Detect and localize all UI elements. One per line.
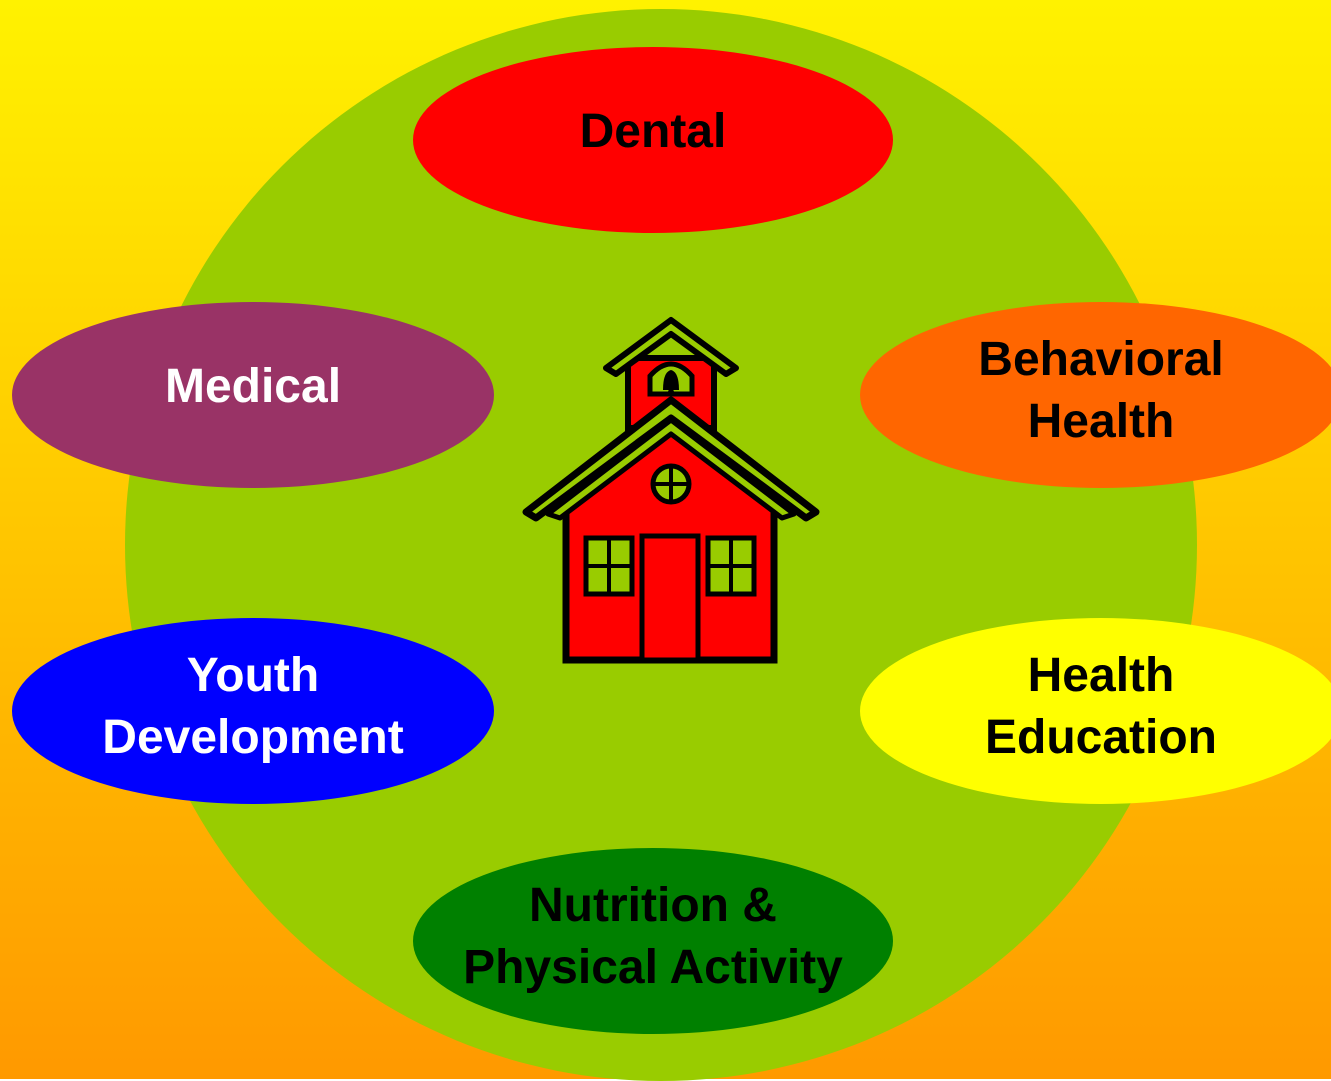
node-health-education: Health Education xyxy=(860,618,1331,804)
node-health-education-label: Health Education xyxy=(984,649,1217,764)
node-nutrition-physical-activity: Nutrition & Physical Activity xyxy=(413,848,893,1034)
node-medical-label: Medical xyxy=(164,360,342,413)
node-behavioral-health-label: Behavioral Health xyxy=(978,333,1224,448)
house-roof xyxy=(522,396,820,522)
node-youth-development-label: Youth Development xyxy=(102,649,404,764)
bell-icon xyxy=(663,370,679,390)
node-nutrition-physical-activity-label: Nutrition & Physical Activity xyxy=(463,879,843,994)
tower-roof xyxy=(603,317,739,377)
node-youth-development: Youth Development xyxy=(12,618,494,804)
node-dental: Dental xyxy=(413,47,893,233)
schoolhouse-icon xyxy=(522,317,820,664)
node-medical: Medical xyxy=(12,302,494,488)
door xyxy=(639,533,701,663)
node-dental-label: Dental xyxy=(579,105,727,158)
node-behavioral-health: Behavioral Health xyxy=(860,302,1331,488)
